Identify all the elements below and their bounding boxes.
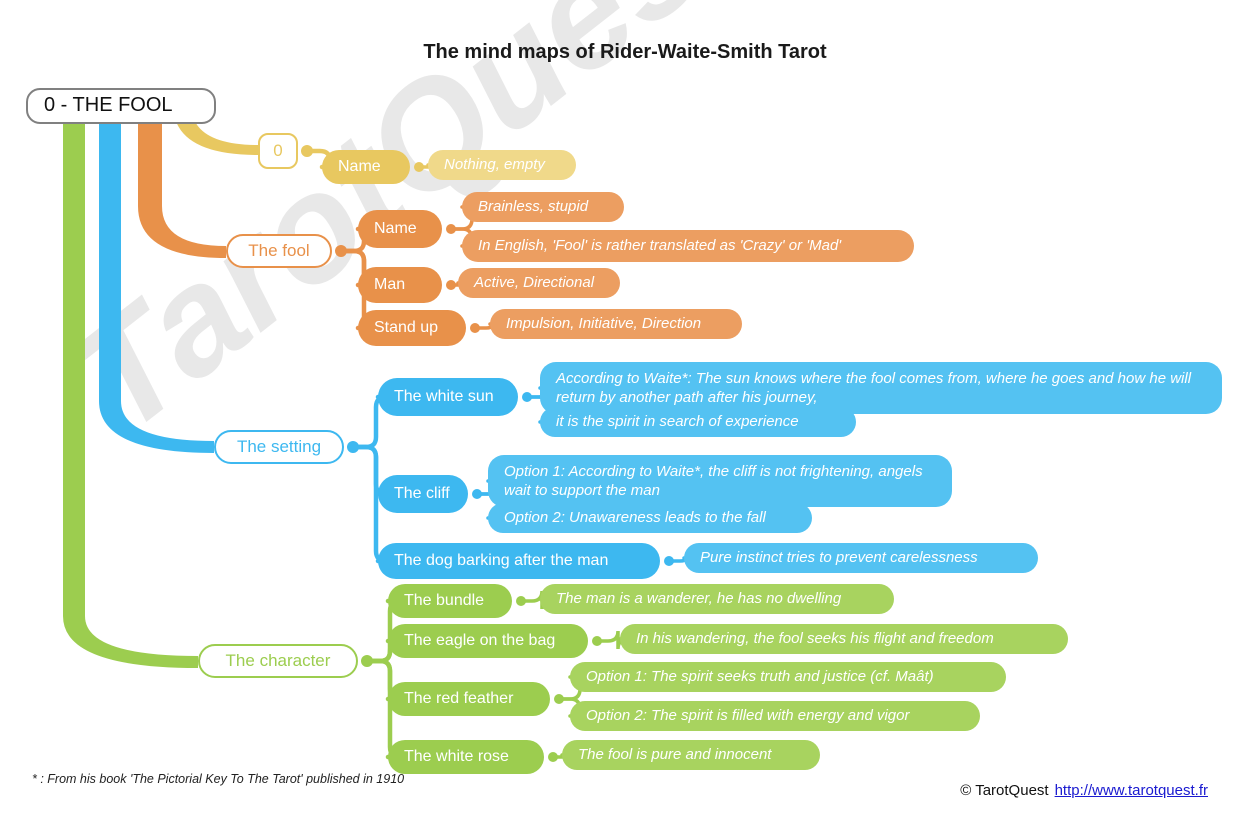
leaf-setting-2-0[interactable]: Pure instinct tries to prevent carelessn… [684,543,1038,573]
node-setting-1[interactable]: The cliff [378,475,468,513]
leaf-junction-dot [414,162,424,172]
node-fool-0[interactable]: Name [358,210,442,248]
footnote: * : From his book 'The Pictorial Key To … [32,772,405,786]
leaf-fool-0-1[interactable]: In English, 'Fool' is rather translated … [462,230,914,262]
leaf-junction-dot [592,636,602,646]
leaf-fool-2-0[interactable]: Impulsion, Initiative, Direction [490,309,742,339]
leaf-setting-0-0[interactable]: According to Waite*: The sun knows where… [540,362,1222,414]
leaf-character-2-1[interactable]: Option 2: The spirit is filled with ener… [570,701,980,731]
leaf-junction-dot [470,323,480,333]
copyright-text: © TarotQuest [960,782,1049,799]
hub-node-character[interactable]: The character [198,644,358,678]
node-setting-2[interactable]: The dog barking after the man [378,543,660,579]
leaf-setting-1-0[interactable]: Option 1: According to Waite*, the cliff… [488,455,952,507]
node-setting-0[interactable]: The white sun [378,378,518,416]
leaf-character-1-0[interactable]: In his wandering, the fool seeks his fli… [620,624,1068,654]
hub-node-number[interactable]: 0 [258,133,298,169]
leaf-junction-dot [446,224,456,234]
leaf-setting-0-1[interactable]: it is the spirit in search of experience [540,407,856,437]
node-character-3[interactable]: The white rose [388,740,544,774]
node-character-0[interactable]: The bundle [388,584,512,618]
leaf-junction-dot [472,489,482,499]
leaf-junction-dot [664,556,674,566]
leaf-setting-1-1[interactable]: Option 2: Unawareness leads to the fall [488,503,812,533]
hub-node-setting[interactable]: The setting [214,430,344,464]
node-number-0[interactable]: Name [322,150,410,184]
root-node[interactable]: 0 - THE FOOL [26,88,216,124]
leaf-number-0-0[interactable]: Nothing, empty [428,150,576,180]
tarotquest-link[interactable]: http://www.tarotquest.fr [1054,782,1208,799]
node-character-1[interactable]: The eagle on the bag [388,624,588,658]
branch-junction-dot [301,145,313,157]
branch-junction-dot [361,655,373,667]
leaf-character-3-0[interactable]: The fool is pure and innocent [562,740,820,770]
leaf-fool-1-0[interactable]: Active, Directional [458,268,620,298]
page-title: The mind maps of Rider-Waite-Smith Tarot [423,41,827,64]
leaf-junction-dot [516,596,526,606]
node-character-2[interactable]: The red feather [388,682,550,716]
credit-line: © TarotQuest http://www.tarotquest.fr [960,782,1208,799]
leaf-junction-dot [548,752,558,762]
branch-junction-dot [347,441,359,453]
leaf-character-2-0[interactable]: Option 1: The spirit seeks truth and jus… [570,662,1006,692]
branch-junction-dot [335,245,347,257]
leaf-junction-dot [522,392,532,402]
leaf-junction-dot [554,694,564,704]
node-fool-1[interactable]: Man [358,267,442,303]
leaf-character-0-0[interactable]: The man is a wanderer, he has no dwellin… [540,584,894,614]
node-fool-2[interactable]: Stand up [358,310,466,346]
leaf-fool-0-0[interactable]: Brainless, stupid [462,192,624,222]
leaf-junction-dot [446,280,456,290]
hub-node-fool[interactable]: The fool [226,234,332,268]
